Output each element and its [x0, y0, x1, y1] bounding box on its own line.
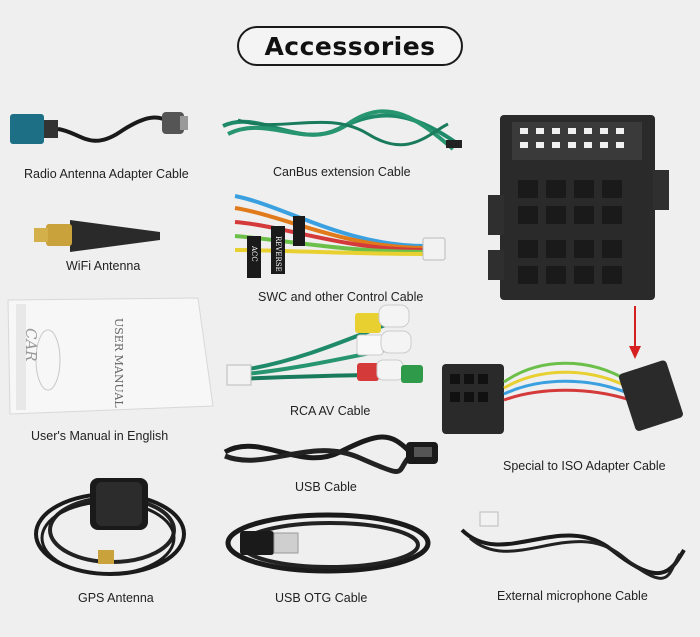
- manual-brand-text: CAR: [22, 328, 40, 362]
- accessories-title-pill: Accessories: [237, 26, 463, 66]
- canbus-cable-label: CanBus extension Cable: [273, 165, 411, 179]
- user-manual-image: [7, 297, 214, 415]
- radio-antenna-adapter-label: Radio Antenna Adapter Cable: [24, 167, 189, 181]
- gps-antenna-image: [34, 478, 186, 576]
- red-arrow-icon: [629, 306, 641, 359]
- user-manual-label: User's Manual in English: [31, 429, 169, 443]
- swc-tag-reverse: REVERSE: [274, 236, 282, 272]
- swc-tag-acc: ACC: [250, 246, 258, 262]
- gps-antenna-label: GPS Antenna: [78, 591, 154, 605]
- external-microphone-cable-label: External microphone Cable: [497, 589, 648, 603]
- manual-cover-text: USER MANUAL: [112, 318, 125, 408]
- wifi-antenna-label: WiFi Antenna: [66, 259, 141, 273]
- usb-cable-image: [223, 434, 438, 474]
- swc-control-cable-image: [234, 194, 446, 278]
- iso-adapter-harness-image: [442, 360, 683, 434]
- iso-connector-image: [488, 115, 669, 300]
- iso-adapter-label: Special to ISO Adapter Cable: [503, 459, 666, 473]
- rca-av-cable-label: RCA AV Cable: [290, 404, 371, 418]
- usb-cable-label: USB Cable: [295, 480, 357, 494]
- swc-control-cable-label: SWC and other Control Cable: [258, 290, 424, 304]
- usb-otg-cable-image: [225, 512, 431, 574]
- usb-otg-cable-label: USB OTG Cable: [275, 591, 368, 605]
- canbus-cable-image: [222, 109, 462, 151]
- external-microphone-cable-image: [460, 511, 686, 580]
- wifi-antenna-image: [34, 220, 160, 252]
- radio-antenna-adapter-image: [10, 112, 188, 144]
- page-title: Accessories: [264, 31, 436, 61]
- rca-av-cable-image: [226, 304, 423, 386]
